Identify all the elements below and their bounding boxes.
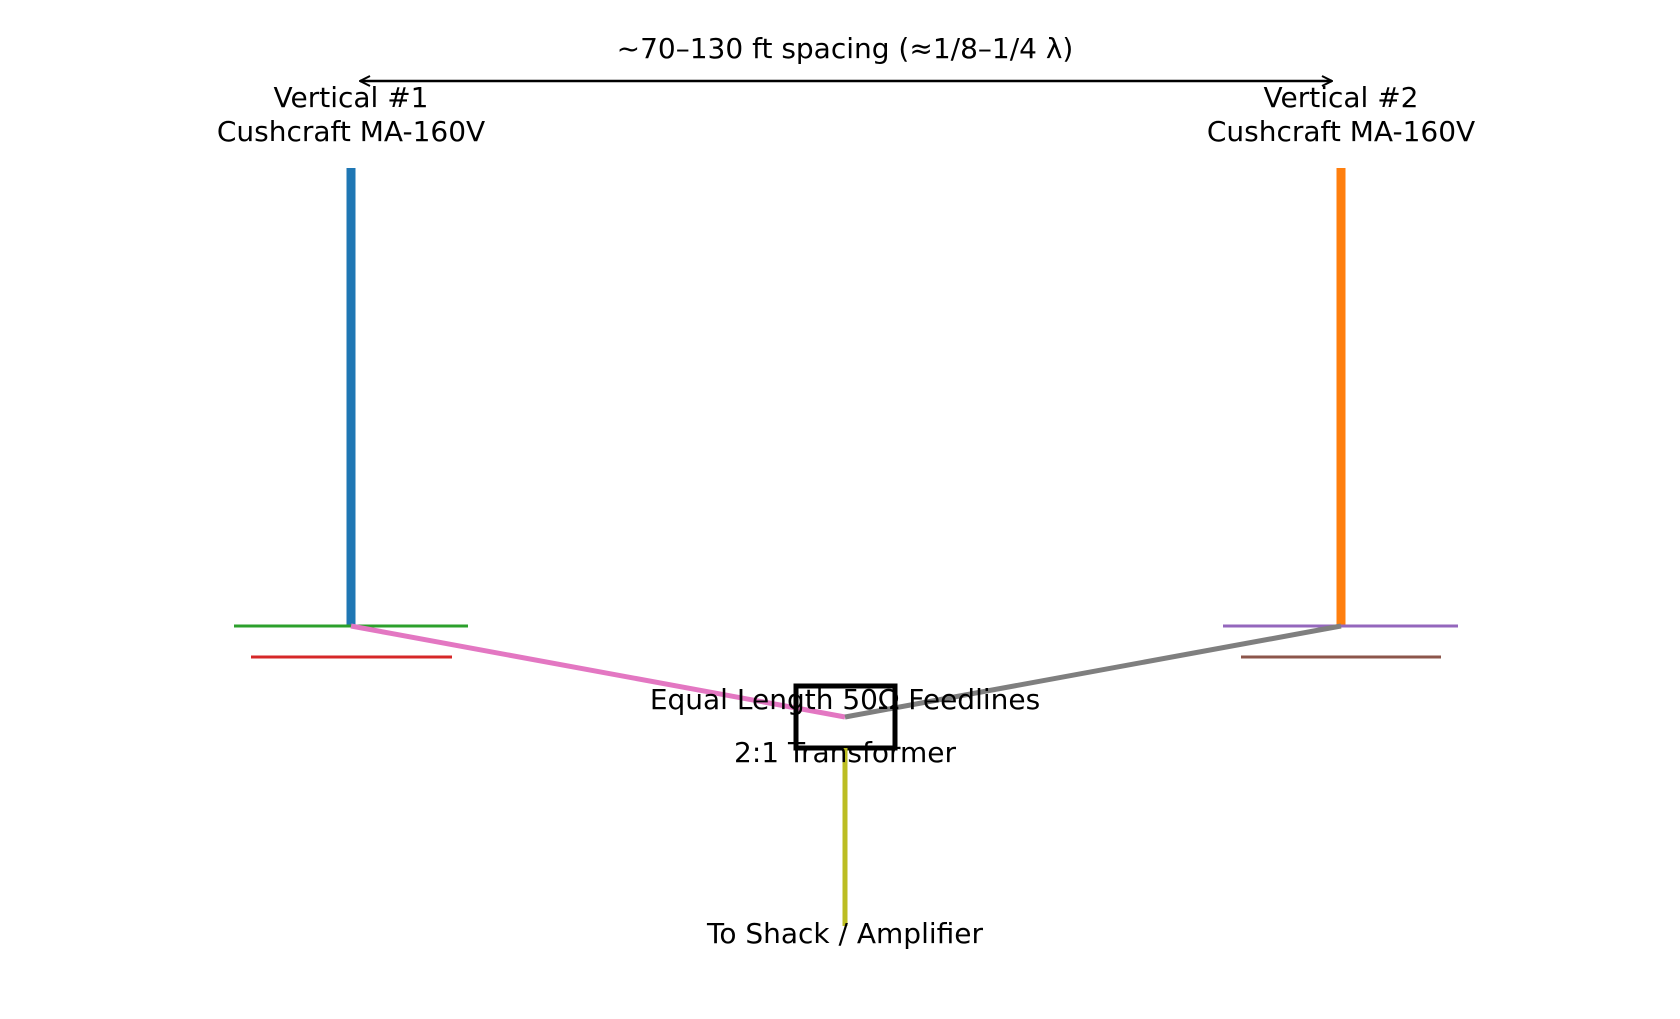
vertical-2-model: Cushcraft MA-160V	[1207, 115, 1475, 148]
feedlines-label: Equal Length 50Ω Feedlines	[650, 683, 1040, 716]
transformer-label: 2:1 Transformer	[734, 736, 956, 769]
vertical-1-title: Vertical #1	[274, 81, 429, 114]
vertical-1-model: Cushcraft MA-160V	[217, 115, 485, 148]
vertical-2-title: Vertical #2	[1264, 81, 1419, 114]
spacing-label: ~70–130 ft spacing (≈1/8–1/4 λ)	[617, 32, 1074, 65]
shack-label: To Shack / Amplifier	[706, 917, 984, 950]
feedline-right	[844, 623, 1342, 720]
feedline-left	[350, 623, 846, 720]
